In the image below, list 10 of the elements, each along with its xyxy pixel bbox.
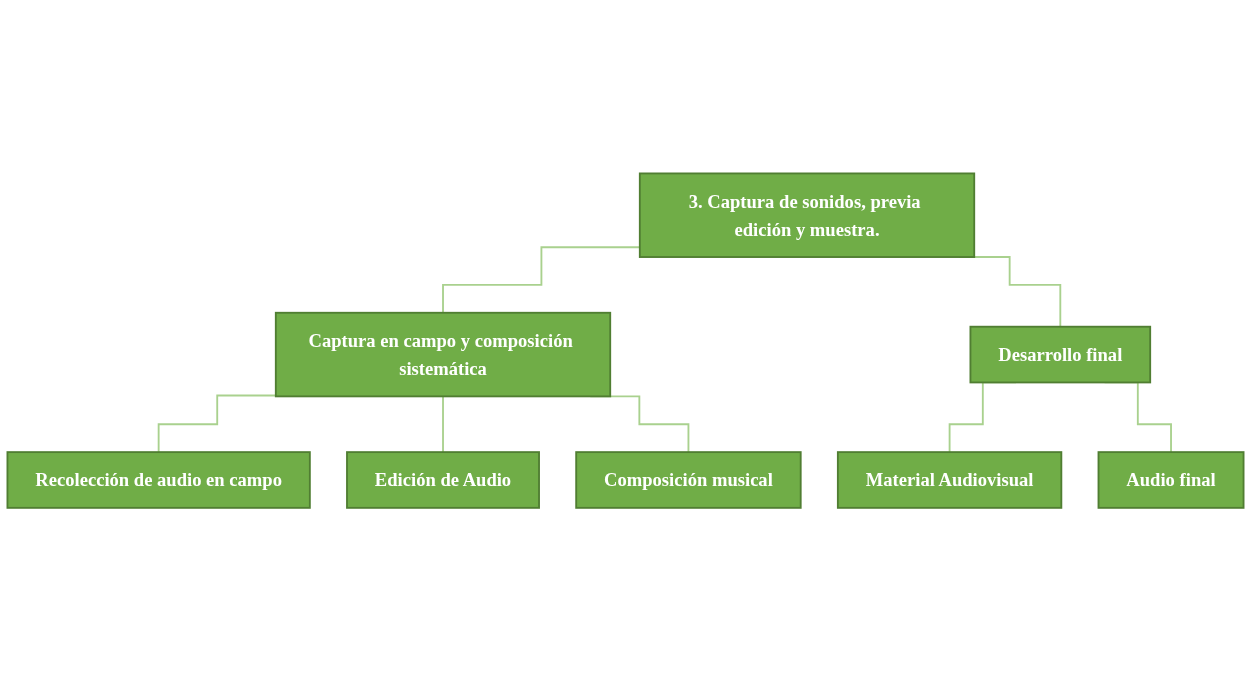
- node-box: 3. Captura de sonidos, previa edición y muestra.: [638, 172, 976, 258]
- connector: [442, 395, 444, 453]
- connector: [157, 394, 277, 453]
- node-box: Material Audiovisual: [836, 451, 1063, 509]
- node-box: Edición de Audio: [346, 451, 540, 509]
- node-box: Recolección de audio en campo: [6, 451, 311, 509]
- node-box: Desarrollo final: [969, 325, 1152, 384]
- node-box: Captura en campo y composición sistemática: [274, 311, 612, 398]
- node-box: Audio final: [1097, 451, 1245, 509]
- node-box: Composición musical: [575, 451, 802, 509]
